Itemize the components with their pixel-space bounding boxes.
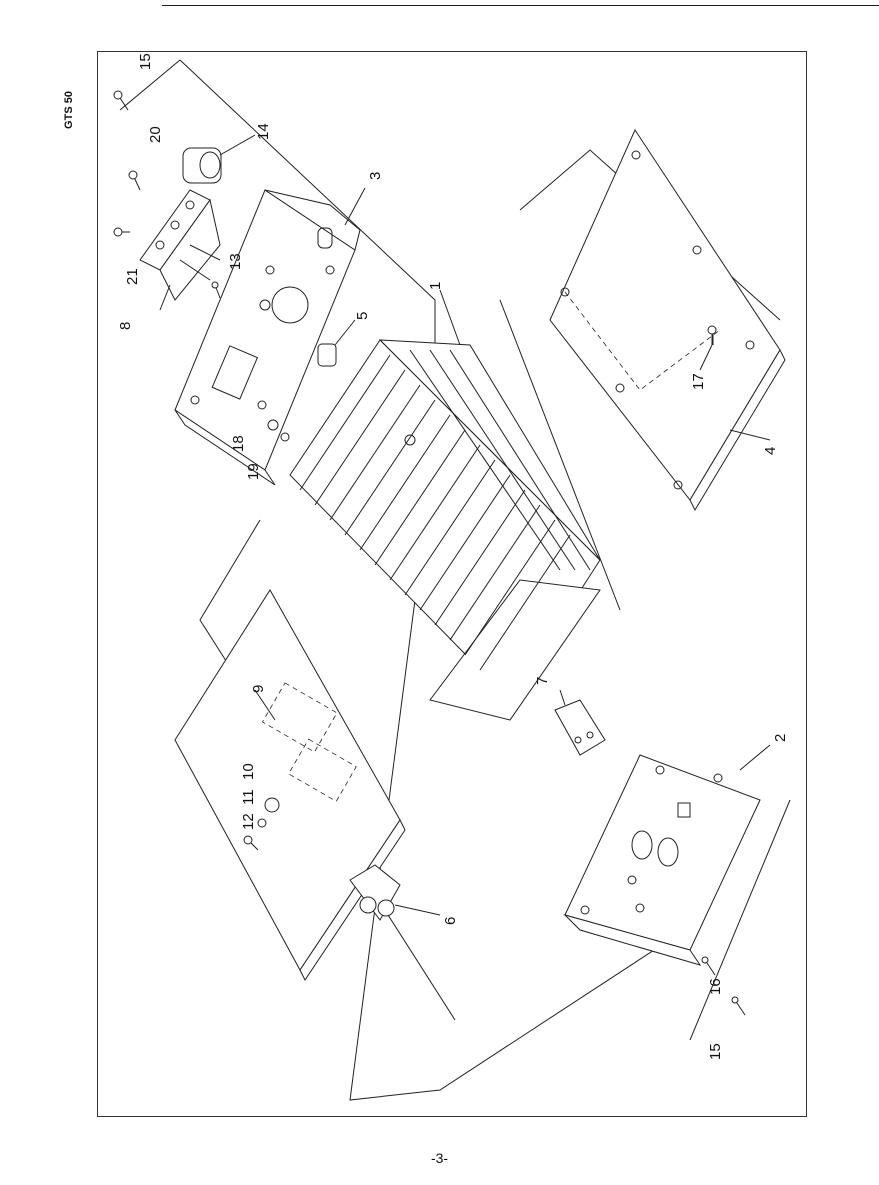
callout-9: 9 (250, 685, 267, 693)
part-14-fuse-holder (182, 147, 222, 184)
drawing-frame (97, 51, 807, 1117)
callout-15-top: 15 (137, 53, 154, 70)
part-4-bottom-cover (549, 128, 786, 512)
part-17-screw (707, 325, 717, 345)
callout-6: 6 (442, 917, 459, 925)
screws-top (113, 90, 221, 299)
callout-21: 21 (124, 268, 141, 285)
parts-18-19-washer-nut (267, 419, 290, 442)
callouts: 15 20 14 3 21 13 8 5 1 18 19 17 4 9 7 2 … (117, 53, 789, 1060)
part-8-terminal-block (139, 189, 221, 301)
header-rule (162, 5, 879, 6)
callout-12: 12 (240, 813, 257, 830)
callout-15-bottom: 15 (707, 1043, 724, 1060)
part-6-rca-jacks (349, 864, 401, 921)
callout-1: 1 (427, 282, 444, 290)
part-2-end-plate (563, 754, 761, 966)
callout-5: 5 (354, 312, 371, 320)
part-5-pad (317, 343, 337, 367)
callout-14: 14 (255, 123, 272, 140)
callout-4: 4 (762, 447, 779, 455)
callout-20: 20 (147, 126, 164, 143)
callout-17: 17 (690, 373, 707, 390)
callout-3: 3 (367, 172, 384, 180)
callout-8: 8 (117, 322, 134, 330)
pcb-board (174, 589, 406, 981)
callout-7: 7 (534, 677, 551, 685)
screws-bottom (701, 956, 746, 1016)
part-7-connector (554, 699, 606, 756)
leader-lines (159, 134, 771, 916)
callout-18: 18 (230, 435, 247, 452)
callout-11: 11 (240, 789, 257, 805)
callout-2: 2 (772, 734, 789, 742)
part-1-heatsink (289, 339, 601, 721)
callout-10: 10 (240, 763, 257, 780)
callout-19: 19 (245, 463, 262, 480)
part-3-end-plate (174, 189, 361, 486)
callout-13: 13 (227, 253, 244, 270)
callout-16: 16 (707, 978, 724, 995)
page-number: -3- (430, 1150, 449, 1166)
